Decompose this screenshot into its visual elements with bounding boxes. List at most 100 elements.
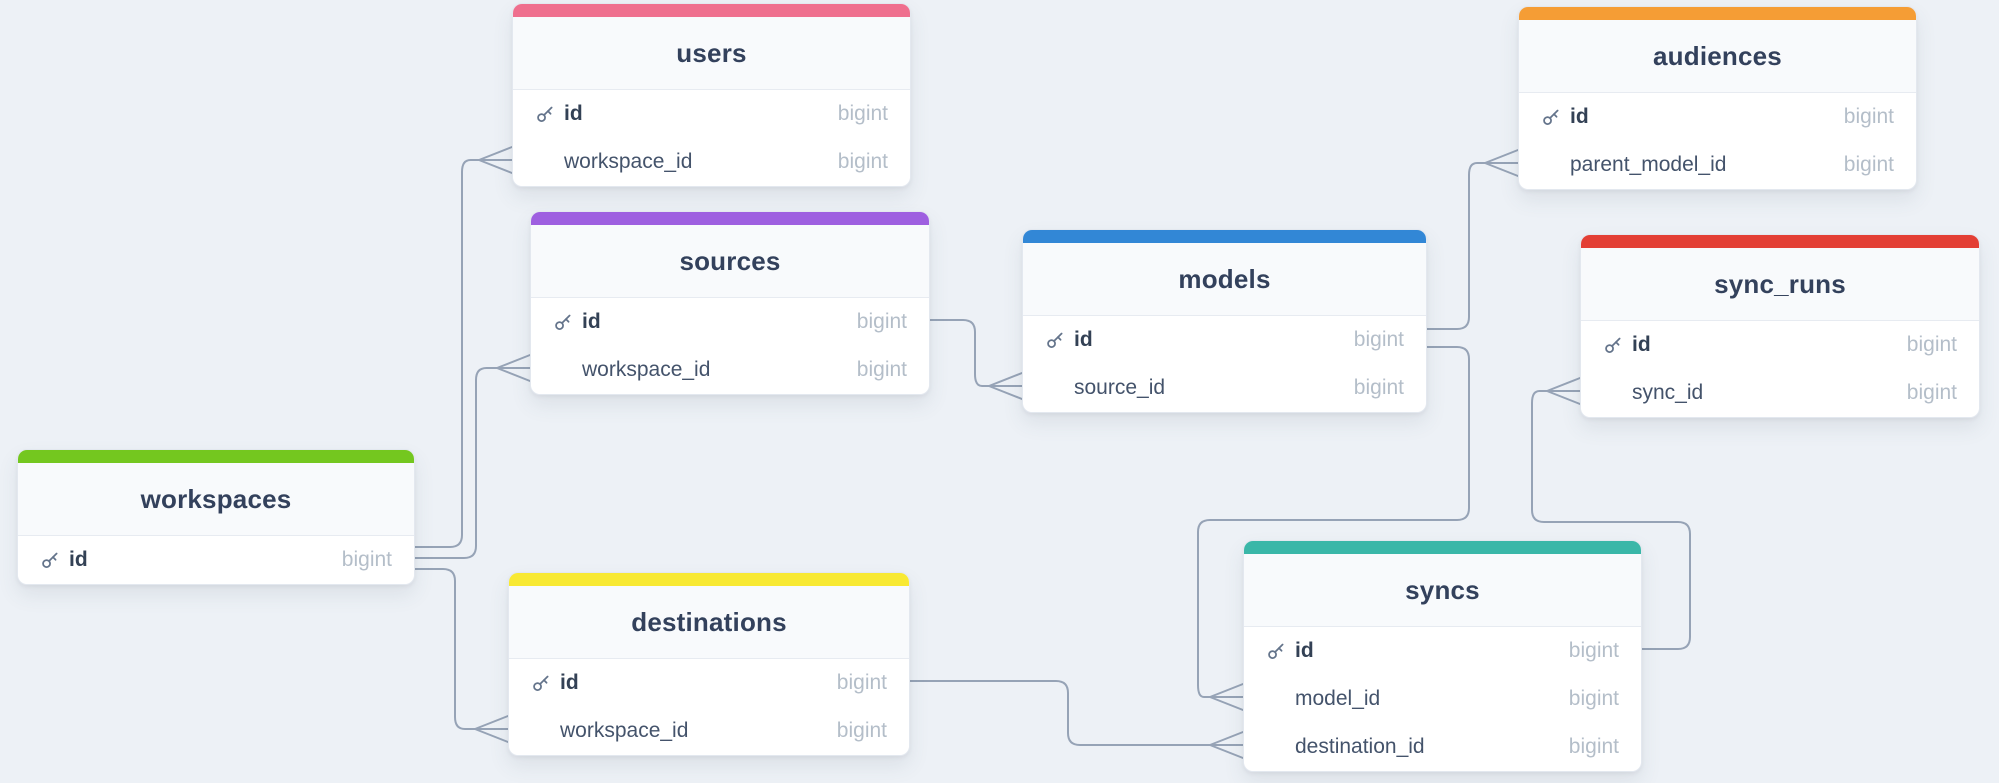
table-title: workspaces (18, 463, 414, 536)
column-row-workspace_id[interactable]: workspace_id bigint (509, 707, 909, 755)
column-name: id (1570, 105, 1589, 128)
table-title: models (1023, 243, 1426, 316)
relationship-models.id-syncs.model_id (1197, 346, 1470, 711)
table-workspaces[interactable]: workspaces id bigint (17, 449, 415, 585)
key-icon-slot (1603, 335, 1632, 356)
primary-key-icon (533, 675, 549, 691)
crows-foot-many-icon (1209, 683, 1244, 711)
column-row-workspace_id[interactable]: workspace_id bigint (531, 346, 929, 394)
column-type: bigint (1843, 153, 1894, 176)
column-type: bigint (1353, 328, 1404, 351)
table-columns: id bigint sync_id bigint (1581, 321, 1979, 417)
column-type: bigint (836, 719, 887, 742)
column-type: bigint (836, 671, 887, 694)
crows-foot-many-icon (988, 372, 1023, 400)
column-row-id[interactable]: id bigint (1581, 321, 1979, 369)
table-title: syncs (1244, 554, 1641, 627)
relationship-syncs.id-sync_runs.sync_id (1531, 377, 1691, 650)
relationship-line (1197, 346, 1470, 698)
key-icon-slot (40, 550, 69, 571)
column-name: sync_id (1632, 381, 1704, 404)
column-row-id[interactable]: id bigint (531, 298, 929, 346)
relationship-workspaces.id-sources.workspace_id (412, 354, 531, 559)
column-type: bigint (1906, 381, 1957, 404)
relationship-line (412, 367, 498, 559)
primary-key-icon (1268, 643, 1284, 659)
relationship-workspaces.id-destinations.workspace_id (412, 568, 509, 743)
column-type: bigint (341, 548, 392, 571)
column-type: bigint (856, 310, 907, 333)
key-icon-slot (531, 673, 560, 694)
primary-key-icon (537, 106, 553, 122)
column-row-id[interactable]: id bigint (509, 659, 909, 707)
relationship-line (927, 319, 990, 387)
column-type: bigint (1353, 376, 1404, 399)
table-sources[interactable]: sources id bigint workspace_id bigint (530, 211, 930, 395)
column-name: destination_id (1295, 735, 1425, 758)
column-name: workspace_id (582, 358, 711, 381)
relationship-models.id-audiences.parent_model_id (1424, 149, 1519, 330)
column-name: model_id (1295, 687, 1381, 710)
relationship-workspaces.id-users.workspace_id (412, 146, 513, 548)
table-columns: id bigint workspace_id bigint (531, 298, 929, 394)
table-title: destinations (509, 586, 909, 659)
column-row-id[interactable]: id bigint (18, 536, 414, 584)
table-title: audiences (1519, 20, 1916, 93)
key-icon-slot (1541, 107, 1570, 128)
column-name: id (582, 310, 601, 333)
primary-key-icon (1047, 332, 1063, 348)
primary-key-icon (1543, 109, 1559, 125)
table-title: users (513, 17, 910, 90)
column-name: id (69, 548, 88, 571)
column-name: id (1632, 333, 1651, 356)
column-name: id (560, 671, 579, 694)
column-type: bigint (1906, 333, 1957, 356)
column-name: workspace_id (560, 719, 689, 742)
table-accent-bar (1023, 230, 1426, 243)
primary-key-icon (555, 314, 571, 330)
table-accent-bar (1519, 7, 1916, 20)
crows-foot-many-icon (1484, 149, 1519, 177)
column-row-model_id[interactable]: model_id bigint (1244, 675, 1641, 723)
key-icon-slot (535, 104, 564, 125)
relationship-line (412, 568, 476, 730)
key-icon-slot (1045, 330, 1074, 351)
relationship-sources.id-models.source_id (927, 319, 1023, 400)
table-destinations[interactable]: destinations id bigint workspace_id bigint (508, 572, 910, 756)
column-name: id (564, 102, 583, 125)
column-type: bigint (856, 358, 907, 381)
column-type: bigint (837, 150, 888, 173)
relationship-destinations.id-syncs.destination_id (907, 680, 1244, 759)
table-accent-bar (509, 573, 909, 586)
table-accent-bar (1581, 235, 1979, 248)
table-accent-bar (18, 450, 414, 463)
primary-key-icon (1605, 337, 1621, 353)
column-row-sync_id[interactable]: sync_id bigint (1581, 369, 1979, 417)
table-title: sources (531, 225, 929, 298)
column-name: id (1295, 639, 1314, 662)
column-row-id[interactable]: id bigint (1519, 93, 1916, 141)
table-columns: id bigint parent_model_id bigint (1519, 93, 1916, 189)
primary-key-icon (42, 552, 58, 568)
column-name: parent_model_id (1570, 153, 1727, 176)
column-row-parent_model_id[interactable]: parent_model_id bigint (1519, 141, 1916, 189)
column-type: bigint (1843, 105, 1894, 128)
column-type: bigint (1568, 687, 1619, 710)
table-audiences[interactable]: audiences id bigint parent_model_id bigint (1518, 6, 1917, 190)
crows-foot-many-icon (1209, 731, 1244, 759)
